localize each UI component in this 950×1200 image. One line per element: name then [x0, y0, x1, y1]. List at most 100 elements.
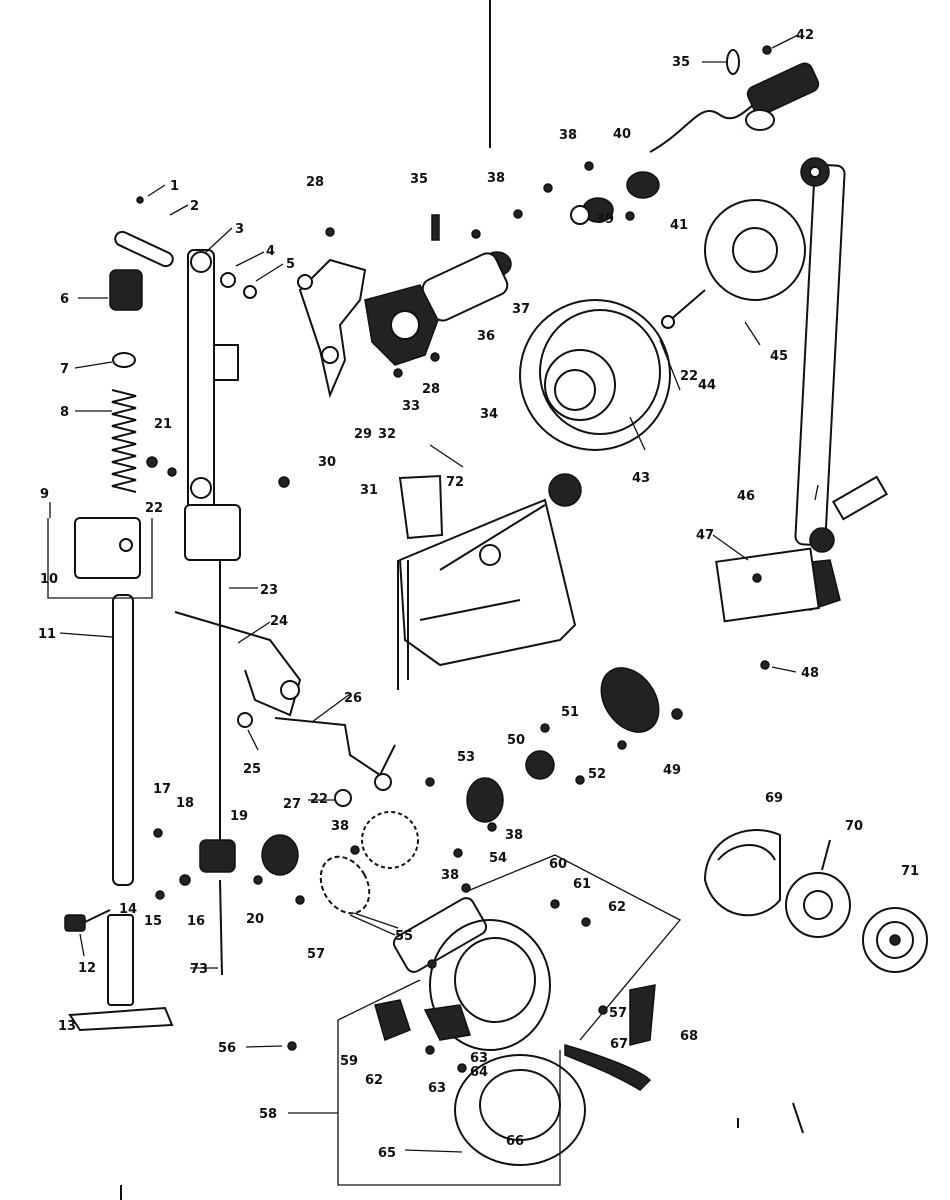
part-label: 53 — [457, 750, 475, 765]
part-label: 32 — [378, 427, 396, 442]
part-label: 37 — [512, 302, 530, 317]
part-label: 7 — [60, 362, 69, 377]
handwheel — [519, 199, 806, 451]
part-label: 27 — [283, 797, 301, 812]
part-label: 16 — [187, 914, 205, 929]
part-label: 35 — [410, 172, 428, 187]
part-label: 12 — [78, 961, 96, 976]
part-label: 62 — [608, 900, 626, 915]
part-label: 63 — [470, 1051, 488, 1066]
part-label: 21 — [154, 417, 172, 432]
part-label: 47 — [696, 528, 714, 543]
part-label: 38 — [505, 828, 523, 843]
part-label: 64 — [470, 1065, 488, 1080]
part-label: 23 — [260, 583, 278, 598]
part-label: 70 — [845, 819, 863, 834]
part-label: 22 — [680, 369, 698, 384]
leader-lines — [47, 34, 819, 1153]
part-label: 40 — [613, 127, 631, 142]
part-labels: 1 2 3 4 5 6 7 8 9 10 11 12 13 14 15 16 1… — [38, 28, 919, 1161]
part-label: 48 — [801, 666, 819, 681]
part-label: 30 — [318, 455, 336, 470]
part-label: 36 — [477, 329, 495, 344]
part-label: 38 — [559, 128, 577, 143]
part-label: 58 — [259, 1107, 277, 1122]
part-label: 59 — [340, 1054, 358, 1069]
part-label: 65 — [378, 1146, 396, 1161]
part-label: 22 — [310, 792, 328, 807]
hook-assembly — [319, 854, 682, 1186]
part-label: 38 — [487, 171, 505, 186]
part-label: 73 — [190, 962, 208, 977]
part-label: 31 — [360, 483, 378, 498]
part-label: 51 — [561, 705, 579, 720]
part-label: 69 — [765, 791, 783, 806]
parts-drawing — [64, 0, 928, 1200]
levers — [174, 611, 396, 807]
lower-shaft — [261, 547, 841, 876]
part-label: 2 — [190, 199, 199, 214]
small-screws — [136, 161, 770, 1073]
part-label: 22 — [145, 501, 163, 516]
part-label: 17 — [153, 782, 171, 797]
part-label: 24 — [270, 614, 288, 629]
part-label: 1 — [170, 179, 179, 194]
part-label: 62 — [365, 1073, 383, 1088]
part-label: 20 — [246, 912, 264, 927]
part-label: 57 — [609, 1006, 627, 1021]
part-label: 5 — [286, 257, 295, 272]
part-label: 15 — [144, 914, 162, 929]
part-label: 42 — [796, 28, 814, 43]
part-label: 28 — [422, 382, 440, 397]
part-label: 54 — [489, 851, 507, 866]
part-label: 18 — [176, 796, 194, 811]
part-label: 67 — [610, 1037, 628, 1052]
part-label: 19 — [230, 809, 248, 824]
part-label: 14 — [119, 902, 137, 917]
part-label: 4 — [266, 244, 275, 259]
needle-bar-assembly — [114, 230, 257, 976]
part-label: 46 — [737, 489, 755, 504]
part-label: 11 — [38, 627, 56, 642]
part-label: 66 — [506, 1134, 524, 1149]
part-label: 63 — [428, 1081, 446, 1096]
part-label: 50 — [507, 733, 525, 748]
part-label: 8 — [60, 405, 69, 420]
part-label: 38 — [441, 868, 459, 883]
part-label: 61 — [573, 877, 591, 892]
part-label: 57 — [307, 947, 325, 962]
presser-bar-assembly — [64, 269, 174, 1032]
upper-shaft — [421, 45, 820, 322]
part-label: 49 — [663, 763, 681, 778]
part-label: 3 — [235, 222, 244, 237]
part-label: 68 — [680, 1029, 698, 1044]
part-label: 33 — [402, 399, 420, 414]
part-label: 55 — [395, 929, 413, 944]
part-label: 52 — [588, 767, 606, 782]
part-label: 13 — [58, 1019, 76, 1034]
right-rod — [794, 157, 889, 553]
part-label: 41 — [670, 218, 688, 233]
part-label: 71 — [901, 864, 919, 879]
part-label: 9 — [40, 487, 49, 502]
part-label: 56 — [218, 1041, 236, 1056]
part-label: 28 — [306, 175, 324, 190]
cam-assembly — [297, 258, 439, 399]
part-label: 60 — [549, 857, 567, 872]
feed-frame — [397, 473, 582, 690]
part-label: 43 — [632, 471, 650, 486]
part-label: 45 — [770, 349, 788, 364]
bobbin-parts — [703, 829, 928, 973]
part-label: 10 — [40, 572, 58, 587]
part-label: 6 — [60, 292, 69, 307]
part-label: 39 — [596, 212, 614, 227]
part-label: 34 — [480, 407, 498, 422]
part-label: 38 — [331, 819, 349, 834]
part-label: 44 — [698, 378, 716, 393]
part-label: 29 — [354, 427, 372, 442]
part-label: 26 — [344, 691, 362, 706]
part-label: 72 — [446, 475, 464, 490]
part-label: 35 — [672, 55, 690, 70]
part-label: 25 — [243, 762, 261, 777]
